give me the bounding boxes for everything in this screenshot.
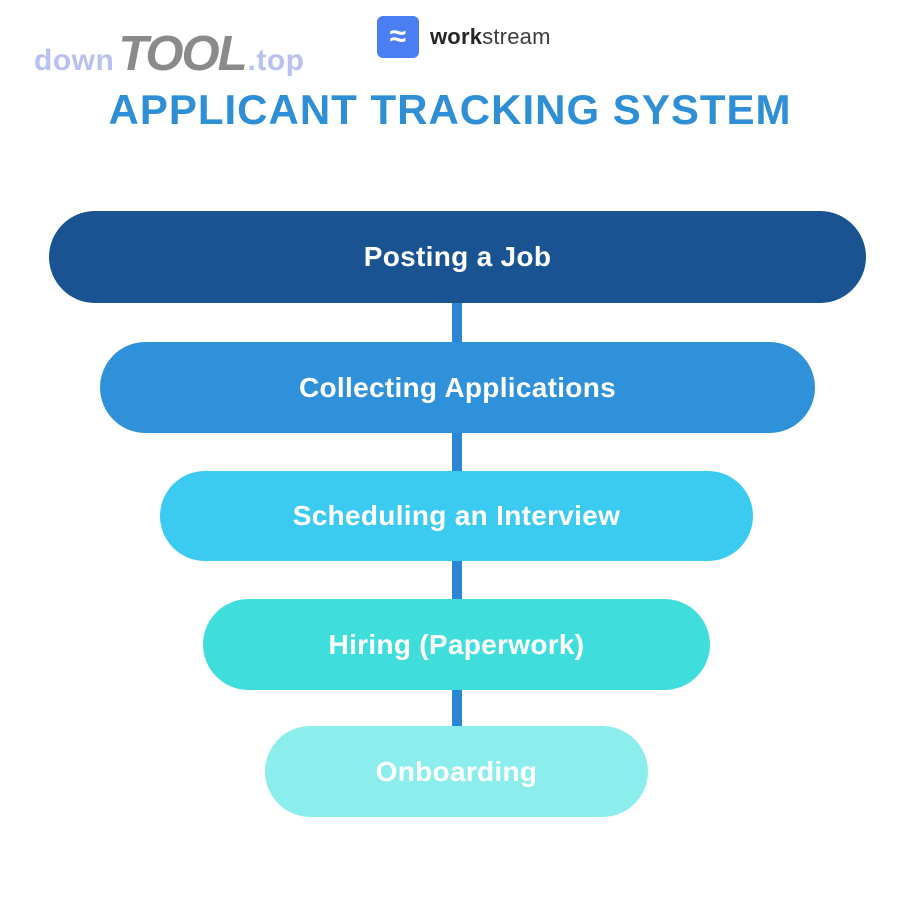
- funnel-stage-5: Onboarding: [265, 726, 648, 817]
- logo-wordmark-light: stream: [482, 24, 551, 49]
- funnel-stage-label: Collecting Applications: [299, 371, 616, 403]
- funnel-stage-label: Scheduling an Interview: [292, 500, 621, 531]
- funnel-stage-label: Hiring (Paperwork): [328, 628, 585, 660]
- funnel-stage-2: Collecting Applications: [100, 342, 815, 433]
- funnel-stage-label: Posting a Job: [363, 241, 552, 272]
- funnel-stage-3: Scheduling an Interview: [160, 471, 753, 561]
- logo-wordmark: workstream: [430, 24, 551, 50]
- logo-wordmark-bold: work: [430, 24, 483, 49]
- watermark-prefix: down: [34, 44, 115, 77]
- funnel-stage-label: Onboarding: [375, 755, 538, 787]
- waves-icon: ≈: [377, 16, 419, 58]
- workstream-logo: ≈ workstream: [377, 16, 551, 58]
- page-title: APPLICANT TRACKING SYSTEM: [108, 86, 792, 133]
- funnel-stage-4: Hiring (Paperwork): [203, 599, 710, 690]
- watermark-brand: TOOL: [118, 27, 247, 81]
- funnel-stage-1: Posting a Job: [49, 211, 866, 303]
- watermark-suffix: .top: [247, 44, 305, 77]
